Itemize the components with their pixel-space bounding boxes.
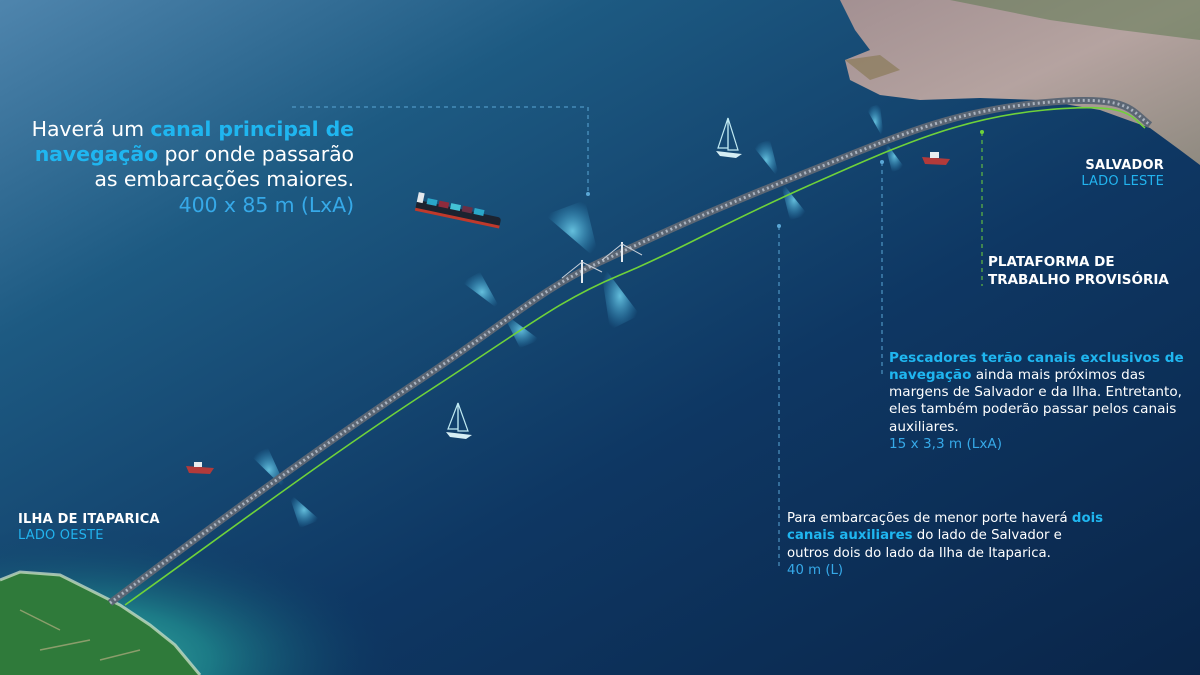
main-callout-highlight: canal principal de navegação <box>34 117 354 167</box>
main-callout-intro: Haverá um <box>31 117 151 141</box>
work-platform-line2: TRABALHO PROVISÓRIA <box>988 271 1169 288</box>
salvador-side: LADO LESTE <box>1081 174 1164 190</box>
fishermen-callout-text: ainda mais próximos das margens de Salva… <box>889 367 1182 435</box>
auxiliary-callout-highlight: dois canais auxiliares <box>787 511 1104 544</box>
container-ship <box>414 192 501 229</box>
sailboat <box>446 402 472 439</box>
sailboat <box>716 117 742 158</box>
main-channel-leader <box>292 106 589 193</box>
itaparica-name: ILHA DE ITAPARICA <box>18 512 160 527</box>
salvador-name: SALVADOR <box>1085 158 1164 173</box>
cable-stayed-towers <box>561 242 643 283</box>
auxiliary-channels-callout: Para embarcações de menor porte haverá d… <box>787 510 1107 579</box>
itaparica-label: ILHA DE ITAPARICA LADO OESTE <box>18 512 160 545</box>
work-platform-label: PLATAFORMA DE TRABALHO PROVISÓRIA <box>988 254 1169 290</box>
salvador-city-landmass <box>840 0 1200 165</box>
itaparica-island-landmass <box>0 570 202 675</box>
fishermen-channels-callout: Pescadores terão canais exclusivos de na… <box>889 350 1189 453</box>
work-platform-line1: PLATAFORMA DE <box>988 254 1115 270</box>
fishermen-callout-dimensions: 15 x 3,3 m (LxA) <box>889 435 1003 452</box>
main-channel-callout: Haverá um canal principal de navegação p… <box>18 117 354 218</box>
main-callout-dimensions: 400 x 85 m (LxA) <box>178 192 354 217</box>
itaparica-side: LADO OESTE <box>18 528 104 544</box>
fishermen-callout-highlight: Pescadores terão canais exclusivos de na… <box>889 350 1184 384</box>
fishing-boat <box>922 152 950 165</box>
auxiliary-callout-intro: Para embarcações de menor porte haverá <box>787 511 1072 526</box>
main-callout-text: por onde passarão as embarcações maiores… <box>94 142 354 192</box>
salvador-label: SALVADOR LADO LESTE <box>1060 158 1164 191</box>
auxiliary-callout-dimensions: 40 m (L) <box>787 562 844 578</box>
leader-lines <box>292 106 984 570</box>
auxiliary-callout-text: do lado de Salvador e outros dois do lad… <box>787 528 1062 561</box>
bridge <box>107 96 1153 606</box>
work-platform-line <box>124 106 1146 606</box>
fishing-boat <box>186 462 214 474</box>
